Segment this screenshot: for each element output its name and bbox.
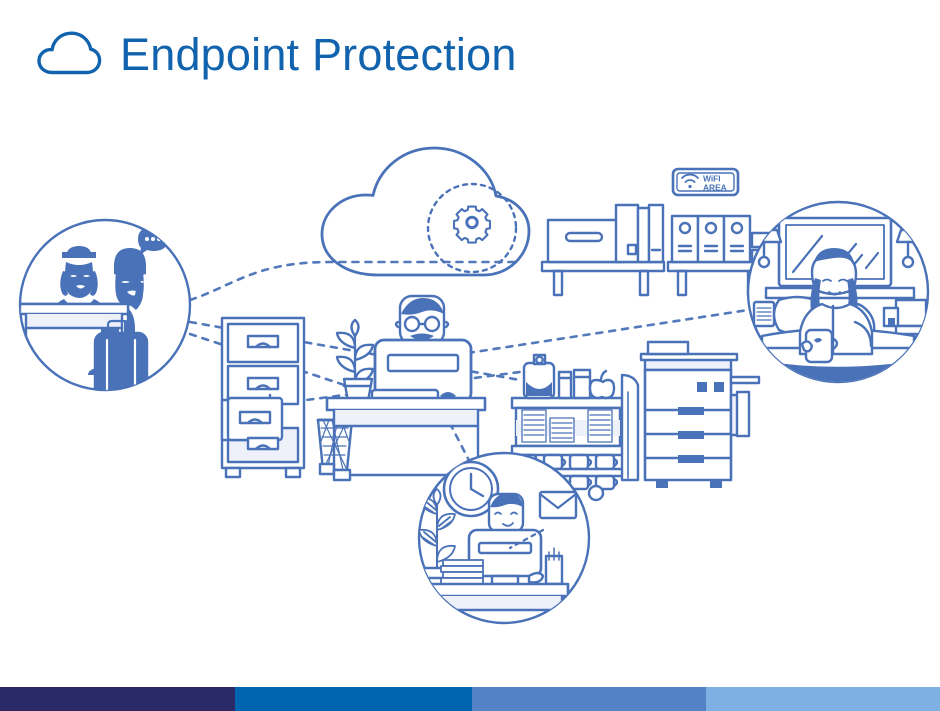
cloud-icon [37,31,102,75]
hotel-room-scene [746,200,930,384]
office-worker-desk [325,294,487,482]
storage-shelf [540,203,666,297]
color-band [0,687,940,711]
gear-icon [452,205,492,244]
link-desk-to-hotel [453,308,750,357]
wifi-area-sign: WiFI AREA [671,167,740,197]
hotel-reception-scene [18,218,192,392]
color-band-segment-4 [706,687,940,711]
copier [620,340,761,488]
binder-shelf [666,214,776,297]
wifi-sign-line2: AREA [703,183,727,193]
color-band-segment-3 [472,687,706,711]
endpoint-protection-illustration: WiFI AREA [18,146,930,625]
page-title: Endpoint Protection [120,28,517,80]
color-band-segment-1 [0,687,235,711]
link-reception-to-cloud [188,260,522,302]
scene-svg: WiFI AREA [18,146,930,625]
cloud-dashed-ring [426,182,518,274]
filing-cabinet [220,316,306,479]
page-header: Endpoint Protection [36,30,517,78]
color-band-segment-2 [235,687,472,711]
wifi-sign-line1: WiFI [703,174,721,184]
home-office-scene [417,451,591,625]
wifi-icon [681,173,699,189]
cloud-service [320,146,531,277]
coffee-station [510,353,626,502]
desk-plant [335,318,375,403]
